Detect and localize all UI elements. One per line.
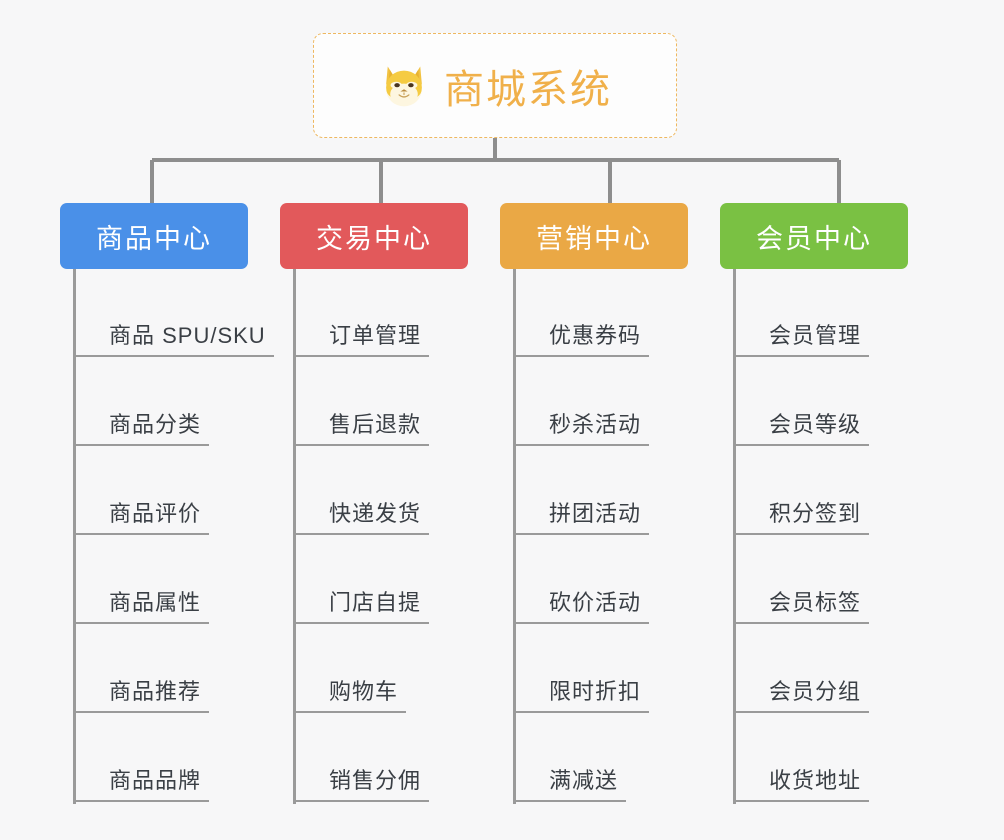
leaf-label: 订单管理 — [296, 322, 430, 357]
category-header-product-center[interactable]: 商品中心 — [60, 203, 248, 269]
list-item[interactable]: 商品 SPU/SKU — [76, 270, 274, 359]
list-item[interactable]: 销售分佣 — [296, 715, 480, 804]
leaf-label: 商品品牌 — [76, 767, 210, 802]
leaf-label: 积分签到 — [736, 500, 870, 535]
shiba-dog-face-icon — [378, 60, 430, 112]
list-item[interactable]: 快递发货 — [296, 448, 480, 537]
leaf-label: 限时折扣 — [516, 678, 650, 713]
leaf-label: 销售分佣 — [296, 767, 430, 802]
list-item[interactable]: 门店自提 — [296, 537, 480, 626]
leaf-label: 售后退款 — [296, 411, 430, 446]
category-header-marketing-center[interactable]: 营销中心 — [500, 203, 688, 269]
category-label: 营销中心 — [536, 223, 652, 254]
list-item[interactable]: 商品属性 — [76, 537, 260, 626]
list-item[interactable]: 拼团活动 — [516, 448, 700, 537]
root-title: 商城系统 — [444, 67, 612, 112]
column-product-center: 商品中心 商品 SPU/SKU 商品分类 商品评价 商品属性 商品推荐 商品品牌 — [40, 203, 274, 804]
column-marketing-center: 营销中心 优惠券码 秒杀活动 拼团活动 砍价活动 限时折扣 满减送 — [480, 203, 700, 804]
category-label: 商品中心 — [96, 223, 212, 254]
list-item[interactable]: 商品推荐 — [76, 626, 260, 715]
leaf-label: 满减送 — [516, 767, 627, 802]
category-label: 会员中心 — [756, 223, 872, 254]
list-item[interactable]: 商品分类 — [76, 359, 260, 448]
list-item[interactable]: 商品评价 — [76, 448, 260, 537]
leaf-label: 商品推荐 — [76, 678, 210, 713]
root-node-area: 商城系统 — [0, 0, 1004, 150]
category-header-member-center[interactable]: 会员中心 — [720, 203, 908, 269]
list-item[interactable]: 优惠券码 — [516, 270, 700, 359]
leaf-label: 商品分类 — [76, 411, 210, 446]
leaf-label: 会员分组 — [736, 678, 870, 713]
leaf-label: 收货地址 — [736, 767, 870, 802]
leaf-label: 会员标签 — [736, 589, 870, 624]
leaf-list-product-center: 商品 SPU/SKU 商品分类 商品评价 商品属性 商品推荐 商品品牌 — [73, 269, 274, 804]
root-node[interactable]: 商城系统 — [313, 33, 677, 138]
leaf-label: 拼团活动 — [516, 500, 650, 535]
leaf-label: 商品评价 — [76, 500, 210, 535]
list-item[interactable]: 会员管理 — [736, 270, 920, 359]
list-item[interactable]: 限时折扣 — [516, 626, 700, 715]
list-item[interactable]: 会员等级 — [736, 359, 920, 448]
leaf-list-marketing-center: 优惠券码 秒杀活动 拼团活动 砍价活动 限时折扣 满减送 — [513, 269, 700, 804]
list-item[interactable]: 砍价活动 — [516, 537, 700, 626]
list-item[interactable]: 积分签到 — [736, 448, 920, 537]
leaf-label: 购物车 — [296, 678, 407, 713]
list-item[interactable]: 秒杀活动 — [516, 359, 700, 448]
leaf-label: 商品属性 — [76, 589, 210, 624]
list-item[interactable]: 售后退款 — [296, 359, 480, 448]
list-item[interactable]: 商品品牌 — [76, 715, 260, 804]
list-item[interactable]: 购物车 — [296, 626, 480, 715]
category-label: 交易中心 — [316, 223, 432, 254]
list-item[interactable]: 满减送 — [516, 715, 700, 804]
leaf-label: 会员管理 — [736, 322, 870, 357]
leaf-label: 商品 SPU/SKU — [76, 322, 274, 357]
leaf-label: 门店自提 — [296, 589, 430, 624]
list-item[interactable]: 订单管理 — [296, 270, 480, 359]
list-item[interactable]: 收货地址 — [736, 715, 920, 804]
leaf-label: 会员等级 — [736, 411, 870, 446]
leaf-list-member-center: 会员管理 会员等级 积分签到 会员标签 会员分组 收货地址 — [733, 269, 920, 804]
column-member-center: 会员中心 会员管理 会员等级 积分签到 会员标签 会员分组 收货地址 — [700, 203, 920, 804]
leaf-label: 快递发货 — [296, 500, 430, 535]
leaf-label: 优惠券码 — [516, 322, 650, 357]
leaf-list-trade-center: 订单管理 售后退款 快递发货 门店自提 购物车 销售分佣 — [293, 269, 480, 804]
category-header-trade-center[interactable]: 交易中心 — [280, 203, 468, 269]
leaf-label: 砍价活动 — [516, 589, 650, 624]
list-item[interactable]: 会员分组 — [736, 626, 920, 715]
list-item[interactable]: 会员标签 — [736, 537, 920, 626]
column-trade-center: 交易中心 订单管理 售后退款 快递发货 门店自提 购物车 销售分佣 — [260, 203, 480, 804]
leaf-label: 秒杀活动 — [516, 411, 650, 446]
